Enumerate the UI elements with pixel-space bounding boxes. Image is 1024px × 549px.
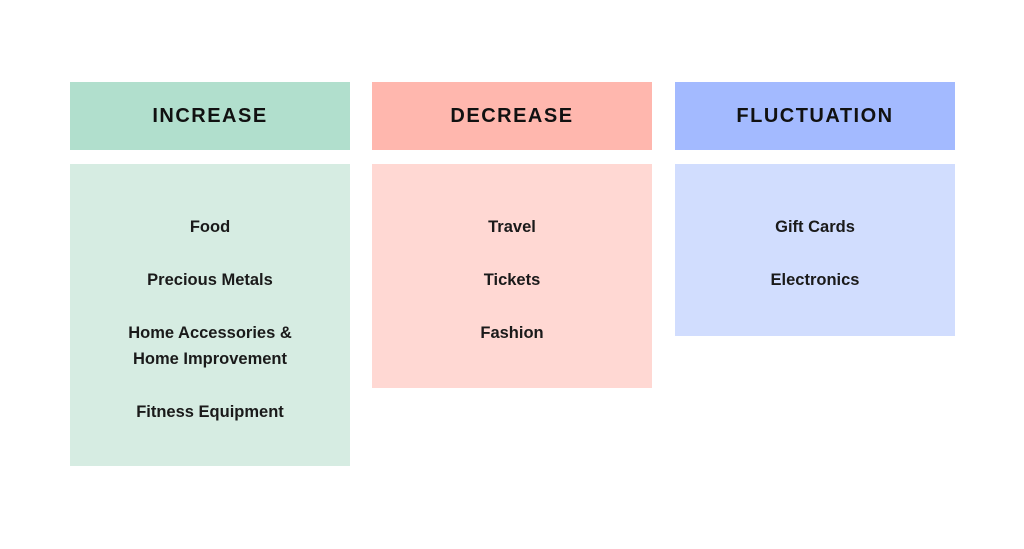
decrease-list: Travel Tickets Fashion — [372, 164, 652, 388]
decrease-header: DECREASE — [372, 82, 652, 150]
list-item: Tickets — [483, 271, 541, 289]
fluctuation-header: FLUCTUATION — [675, 82, 955, 150]
list-item: Food — [189, 218, 231, 236]
list-item: Electronics — [770, 271, 860, 289]
list-item: Travel — [488, 218, 536, 236]
list-item: Fashion — [480, 324, 544, 342]
increase-column: INCREASE Food Precious Metals Home Acces… — [70, 82, 350, 466]
increase-list: Food Precious Metals Home Accessories & … — [70, 164, 350, 466]
decrease-column: DECREASE Travel Tickets Fashion — [372, 82, 652, 388]
list-item: Precious Metals — [147, 271, 273, 289]
list-item: Gift Cards — [775, 218, 855, 236]
list-item: Home Accessories & Home Improvement — [128, 324, 292, 368]
increase-header: INCREASE — [70, 82, 350, 150]
list-item: Fitness Equipment — [136, 403, 284, 421]
fluctuation-column: FLUCTUATION Gift Cards Electronics — [675, 82, 955, 336]
fluctuation-list: Gift Cards Electronics — [675, 164, 955, 336]
